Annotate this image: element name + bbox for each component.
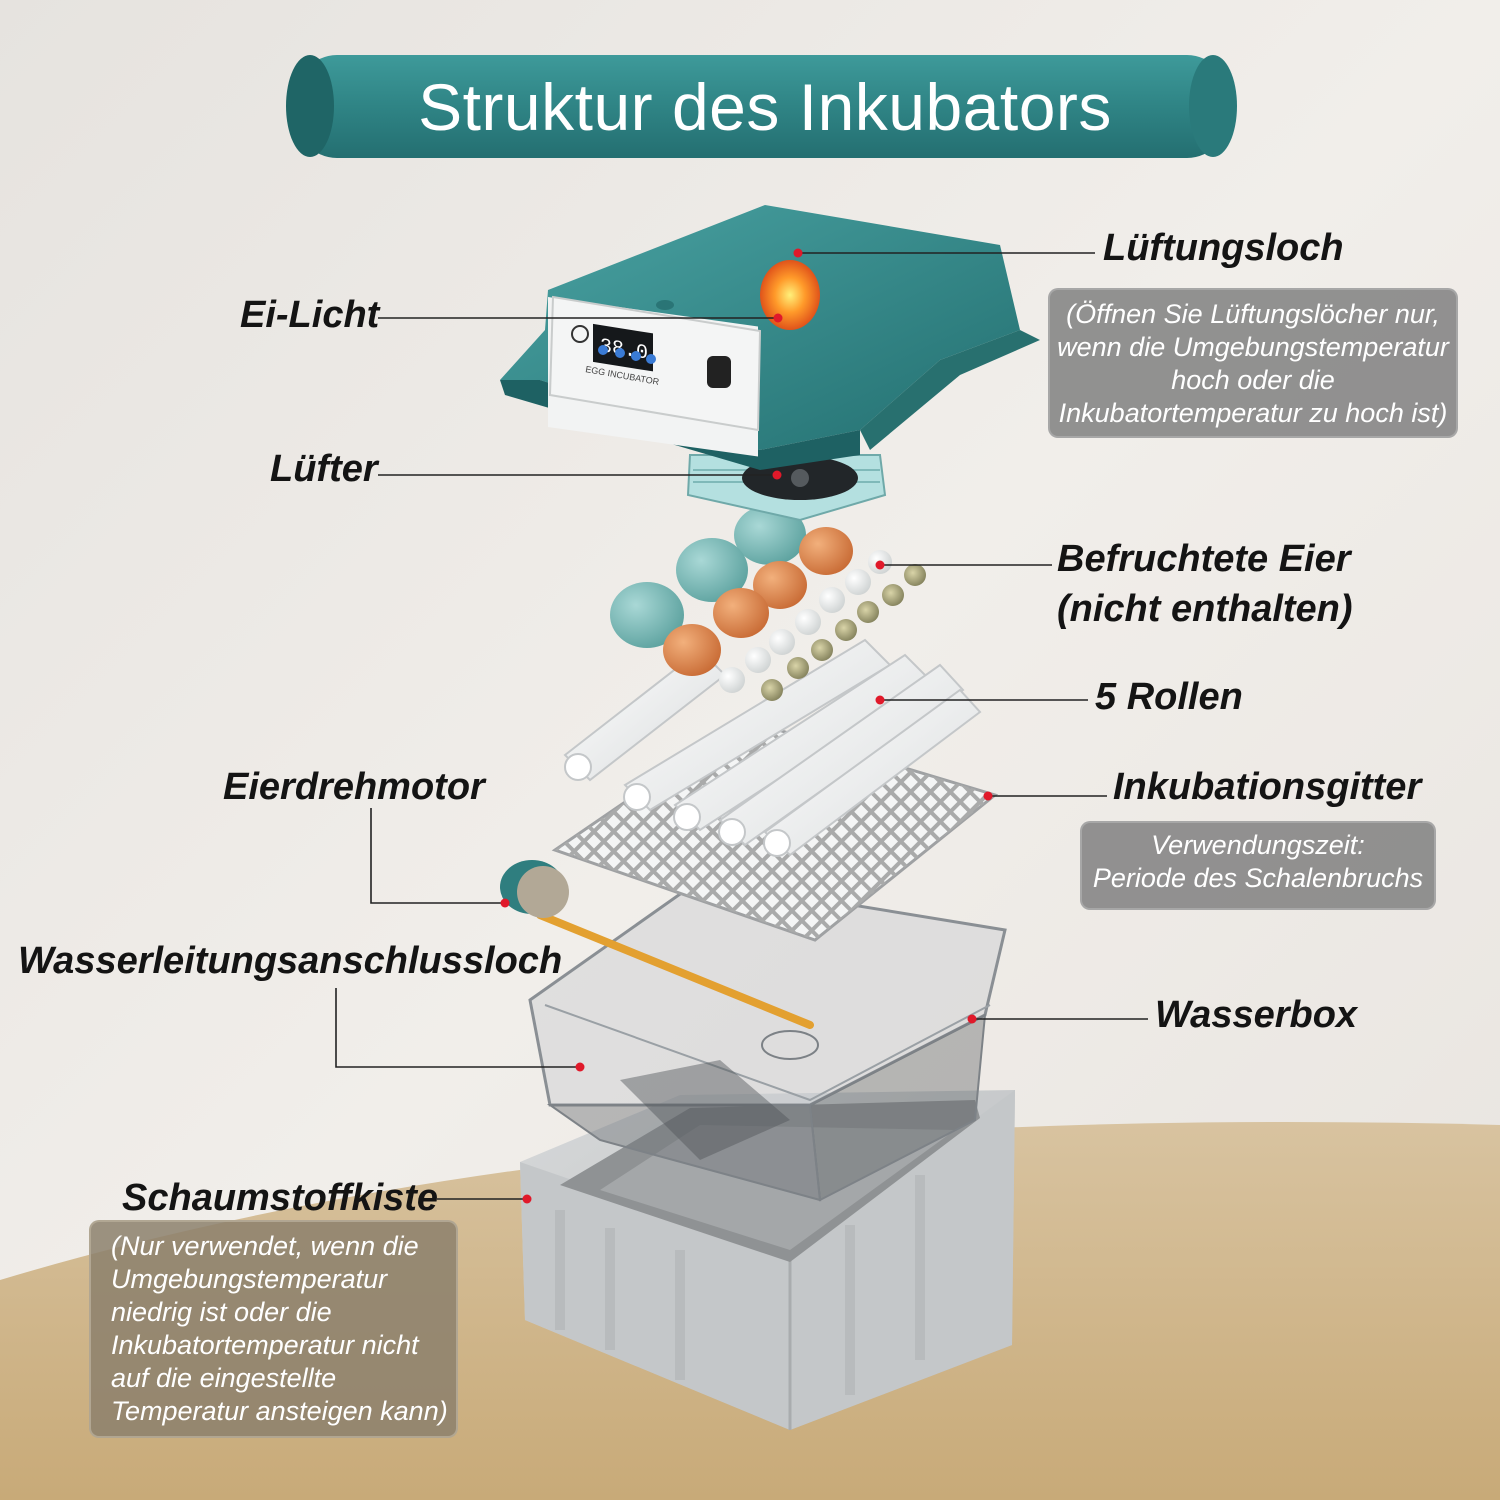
note-foam-line: (Nur verwendet, wenn die — [111, 1231, 419, 1261]
note-foam-line: niedrig ist oder die — [111, 1297, 332, 1327]
note-grid-line: Verwendungszeit: — [1151, 830, 1365, 860]
label-egg-light: Ei-Licht — [240, 294, 380, 336]
label-fan: Lüfter — [270, 448, 378, 490]
note-foam-line: Temperatur ansteigen kann) — [111, 1396, 448, 1426]
foam-box — [520, 1090, 1015, 1430]
note-incubation-grid: Verwendungszeit: Periode des Schalenbruc… — [1080, 821, 1436, 910]
leader-dots — [500, 248, 993, 1204]
rollers-part — [563, 638, 982, 857]
egg-light-part — [760, 260, 820, 330]
note-ventilation: (Öffnen Sie Lüftungslöcher nur, wenn die… — [1048, 288, 1458, 438]
note-foam-box: (Nur verwendet, wenn die Umgebungstemper… — [89, 1220, 458, 1438]
water-box — [528, 878, 1007, 1202]
note-foam-line: Inkubatortemperatur nicht — [111, 1330, 419, 1360]
label-rollers: 5 Rollen — [1095, 676, 1243, 718]
note-foam-line: auf die eingestellte — [111, 1363, 337, 1393]
label-water-pipe-hole: Wasserleitungsanschlussloch — [18, 940, 563, 982]
note-grid-line: Periode des Schalenbruchs — [1092, 863, 1424, 893]
leader-lines — [335, 252, 1148, 1200]
label-eggs-not-included: (nicht enthalten) — [1057, 588, 1353, 630]
label-ventilation-hole: Lüftungsloch — [1103, 227, 1344, 269]
control-panel: 38.0 EGG INCUBATOR — [548, 295, 762, 432]
title-banner — [286, 55, 1237, 158]
note-foam-line: Umgebungstemperatur — [111, 1264, 388, 1294]
note-ventilation-line: wenn die Umgebungstemperatur — [1057, 332, 1449, 362]
note-ventilation-line: Inkubatortemperatur zu hoch ist) — [1058, 398, 1448, 428]
label-incubation-grid: Inkubationsgitter — [1113, 766, 1422, 808]
label-fertilized-eggs: Befruchtete Eier — [1057, 538, 1351, 580]
note-ventilation-line: hoch oder die — [1171, 365, 1335, 395]
incubator-lid: 38.0 EGG INCUBATOR — [500, 205, 1040, 470]
label-foam-box: Schaumstoffkiste — [122, 1177, 439, 1219]
label-water-box: Wasserbox — [1155, 994, 1358, 1036]
fan-part — [686, 454, 887, 522]
page-title: Struktur des Inkubators — [418, 70, 1112, 144]
label-egg-turning-motor: Eierdrehmotor — [223, 766, 485, 808]
note-ventilation-line: (Öffnen Sie Lüftungslöcher nur, — [1066, 299, 1440, 329]
egg-motor-part — [500, 860, 814, 1029]
eggs-part — [610, 505, 926, 701]
